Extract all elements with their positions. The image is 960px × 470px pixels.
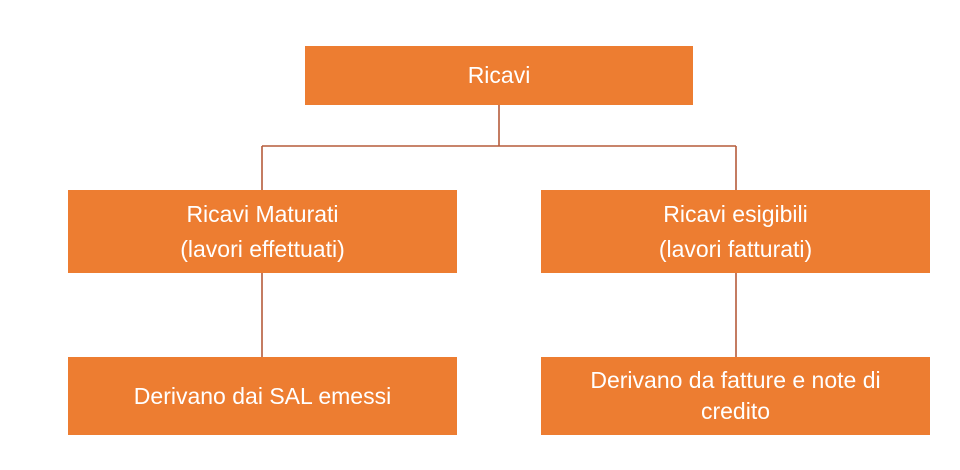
node-ricavi-esigibili-subtitle: (lavori fatturati) — [658, 235, 813, 262]
node-sal-emessi-label: Derivano dai SAL emessi — [133, 382, 392, 409]
node-sal-emessi: Derivano dai SAL emessi — [68, 357, 457, 435]
node-ricavi-esigibili: Ricavi esigibili (lavori fatturati) — [541, 190, 930, 273]
node-ricavi-esigibili-title: Ricavi esigibili — [663, 201, 808, 227]
node-fatture-line1: Derivano da fatture e note di — [590, 366, 881, 393]
node-fatture-line2: credito — [700, 398, 771, 424]
node-ricavi-label: Ricavi — [467, 62, 531, 89]
node-fatture-note-credito: Derivano da fatture e note di credito — [541, 357, 930, 435]
node-ricavi-maturati-title: Ricavi Maturati — [186, 201, 339, 227]
node-ricavi: Ricavi — [305, 46, 693, 105]
node-ricavi-maturati: Ricavi Maturati (lavori effettuati) — [68, 190, 457, 273]
node-ricavi-maturati-subtitle: (lavori effettuati) — [180, 235, 345, 262]
